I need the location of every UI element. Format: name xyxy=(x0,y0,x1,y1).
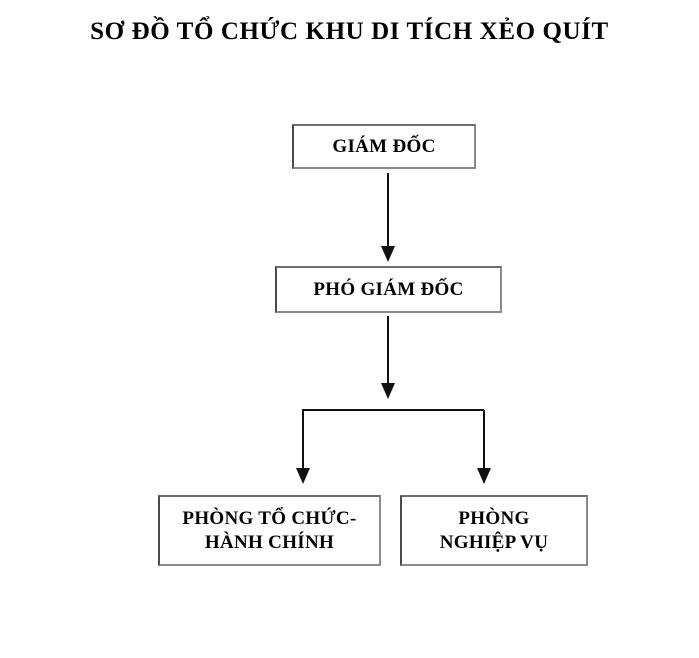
node-professional-department: PHÒNG NGHIỆP VỤ xyxy=(400,495,588,566)
node-organization-administration-department: PHÒNG TỔ CHỨC- HÀNH CHÍNH xyxy=(158,495,381,566)
node-director: GIÁM ĐỐC xyxy=(292,124,476,169)
edge-deputy-to-operations xyxy=(477,410,491,484)
edge-deputy-to-admin xyxy=(296,410,310,484)
node-professional-department-label: PHÒNG NGHIỆP VỤ xyxy=(439,508,549,553)
edge-director-to-deputy xyxy=(381,173,395,262)
page-title: SƠ ĐỒ TỔ CHỨC KHU DI TÍCH XẺO QUÍT xyxy=(90,18,609,45)
edge-deputy-trunk xyxy=(381,316,395,399)
node-deputy-director-label: PHÓ GIÁM ĐỐC xyxy=(313,278,464,300)
node-director-label: GIÁM ĐỐC xyxy=(332,135,436,157)
node-deputy-director: PHÓ GIÁM ĐỐC xyxy=(275,266,502,313)
node-organization-administration-department-label: PHÒNG TỔ CHỨC- HÀNH CHÍNH xyxy=(182,508,357,553)
